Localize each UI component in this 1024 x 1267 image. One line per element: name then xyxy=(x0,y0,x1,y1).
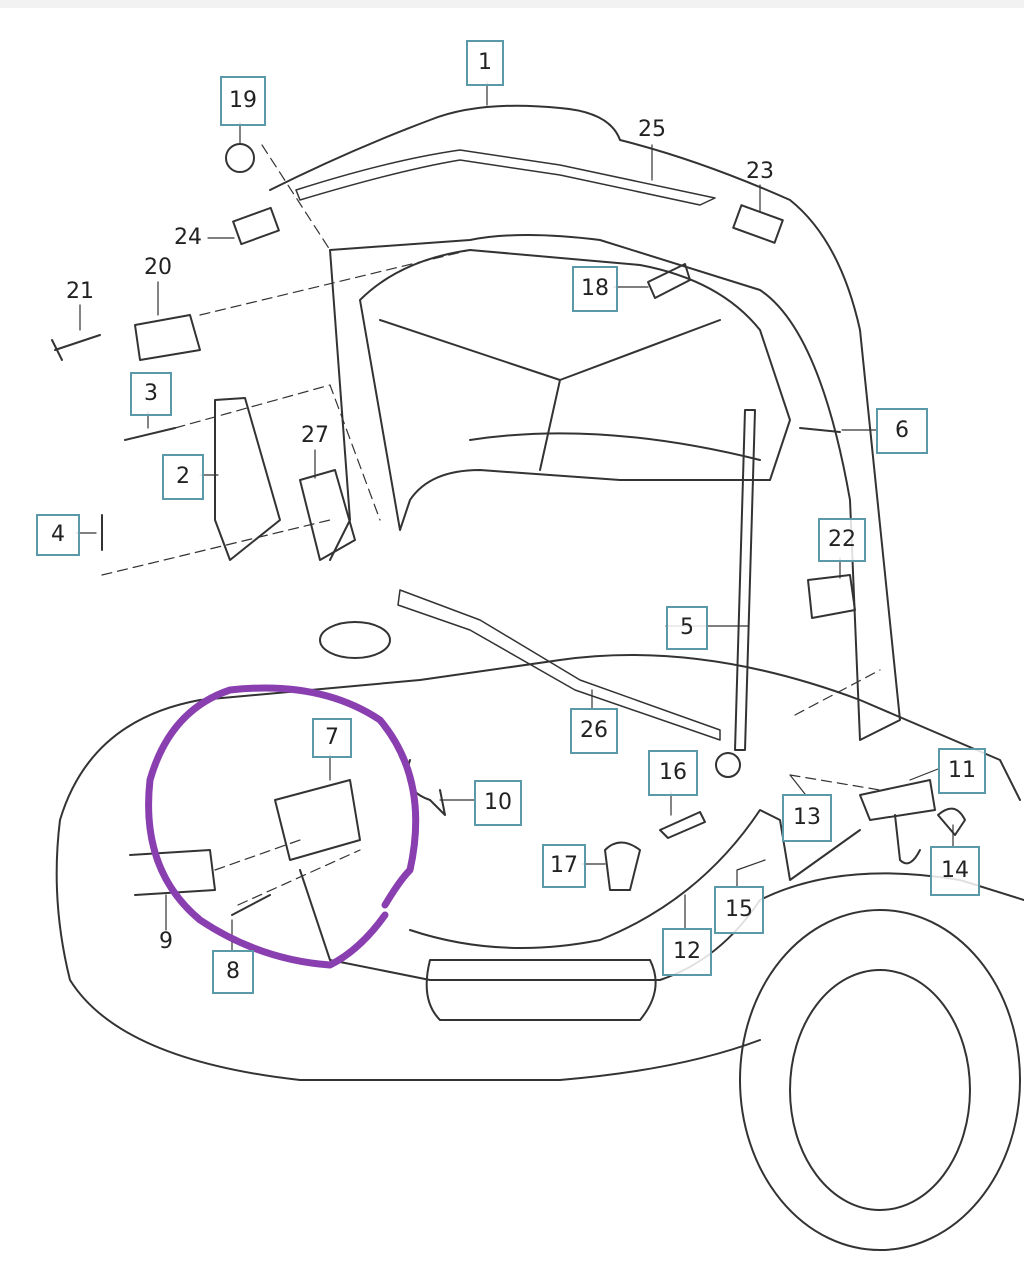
seal-26 xyxy=(397,589,721,741)
hood-inner-cross xyxy=(379,319,761,471)
clip-16 xyxy=(659,811,706,839)
callout-19: 19 xyxy=(220,76,266,126)
hood-outline xyxy=(269,104,901,741)
gas-strut-5 xyxy=(734,409,756,751)
hood-inner-frame xyxy=(359,249,791,531)
callout-27: 27 xyxy=(301,423,329,448)
callout-11: 11 xyxy=(938,748,986,794)
callout-2: 2 xyxy=(162,454,204,500)
front-bumper xyxy=(55,819,761,1081)
hinge-2 xyxy=(214,397,281,561)
callout-26: 26 xyxy=(570,708,618,754)
buffer-22 xyxy=(807,574,856,619)
callout-8: 8 xyxy=(212,950,254,994)
car-body xyxy=(59,654,1021,821)
release-cable-12 xyxy=(409,809,861,949)
dashed-lines xyxy=(101,144,881,906)
bracket-20 xyxy=(134,314,201,361)
bolt-8 xyxy=(231,894,271,916)
hood-seal-25 xyxy=(295,149,716,206)
hose-23 xyxy=(732,204,784,244)
callout-22: 22 xyxy=(818,518,866,562)
hinge-11 xyxy=(859,779,936,865)
callout-4: 4 xyxy=(36,514,80,556)
bolt-6 xyxy=(799,427,841,433)
callout-1: 1 xyxy=(466,40,504,86)
callout-14: 14 xyxy=(930,846,980,896)
reservoir xyxy=(319,621,391,659)
callout-7: 7 xyxy=(312,718,352,758)
front-wheel-rim xyxy=(789,969,971,1211)
latch-7 xyxy=(274,779,361,861)
callout-20: 20 xyxy=(144,255,172,280)
callout-9: 9 xyxy=(159,929,173,954)
highlight-circle xyxy=(145,684,420,969)
callout-21: 21 xyxy=(66,279,94,304)
callout-5: 5 xyxy=(666,606,708,650)
bolt-21 xyxy=(51,334,101,361)
hose-24 xyxy=(232,206,280,246)
callout-23: 23 xyxy=(746,159,774,184)
bracket-27 xyxy=(299,469,356,561)
fender xyxy=(759,872,1024,901)
callout-24: 24 xyxy=(174,225,202,250)
clip-14 xyxy=(937,807,966,836)
callout-6: 6 xyxy=(876,408,928,454)
bolt-3 xyxy=(124,427,176,441)
callout-18: 18 xyxy=(572,266,618,312)
front-wheel xyxy=(739,909,1021,1251)
clip-17 xyxy=(604,841,641,891)
callout-16: 16 xyxy=(648,750,698,796)
callout-25: 25 xyxy=(638,117,666,142)
bump-18 xyxy=(647,263,691,299)
callout-13: 13 xyxy=(782,794,832,842)
callout-15: 15 xyxy=(714,886,764,934)
callout-10: 10 xyxy=(474,780,522,826)
callout-3: 3 xyxy=(130,372,172,416)
buffer-19 xyxy=(225,143,255,173)
callout-12: 12 xyxy=(662,928,712,976)
headlight xyxy=(425,959,657,1021)
callout-17: 17 xyxy=(542,844,586,888)
top-strip xyxy=(0,0,1024,8)
